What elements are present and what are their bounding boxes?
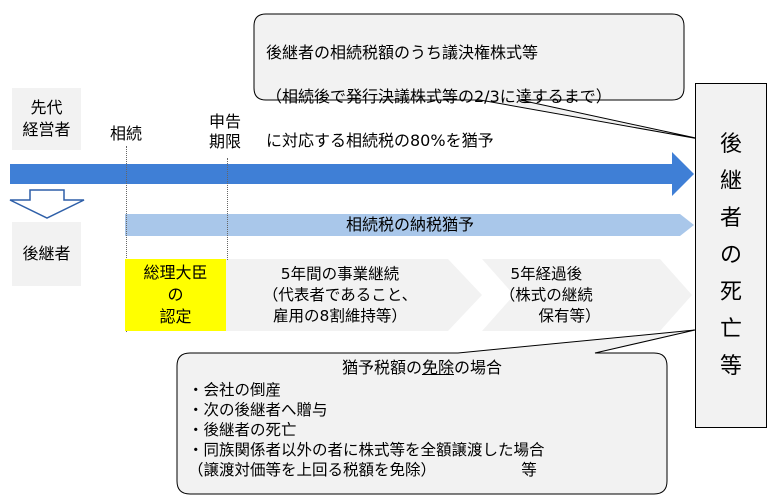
- continuation-text: 5年間の事業継続 （代表者であること、 雇用の8割維持等）: [262, 264, 418, 325]
- top-callout-line: 後継者の相続税額のうち議決権株式等: [266, 43, 539, 62]
- exemption-item: ・同族関係者以外の者に株式等を全額譲渡した場合: [188, 441, 545, 459]
- death-box-char: 後: [719, 132, 742, 157]
- deferral-bar-label: 相続税の納税猶予: [345, 215, 474, 234]
- exemption-title-suffix: の場合: [454, 358, 503, 377]
- death-box-char: 継: [719, 169, 742, 194]
- exemption-title-emphasis: 免除: [421, 358, 454, 377]
- successor-box: 後継者: [12, 222, 81, 286]
- death-box-char: 亡: [719, 317, 742, 342]
- continuation-chevron: [226, 259, 482, 331]
- top-callout-text: 後継者の相続税額のうち議決権株式等 （相続後で発行決議株式等の2/3に達するまで…: [266, 20, 676, 174]
- top-callout-line: （相続後で発行決議株式等の2/3に達するまで）: [266, 87, 612, 106]
- exemption-item: ・次の後継者へ贈与: [188, 401, 328, 419]
- approval-box: 総理大臣 の 認定: [125, 259, 226, 331]
- death-box-char: 等: [719, 354, 742, 379]
- death-box-char: の: [719, 243, 742, 268]
- exemption-item: ・後継者の死亡: [188, 421, 297, 439]
- after-text: 5年経過後 （株式の継続 保有等）: [499, 264, 601, 325]
- exemption-list: ・会社の倒産 ・次の後継者へ贈与 ・後継者の死亡 ・同族関係者以外の者に株式等を…: [188, 380, 660, 480]
- exemption-title: 猶予税額の免除の場合: [177, 357, 667, 379]
- inheritance-label: 相続: [109, 124, 142, 143]
- top-callout-bubble: [253, 13, 706, 141]
- exemption-title-prefix: 猶予税額の: [341, 358, 422, 377]
- successor-death-box: 後 継 者 の 死 亡 等: [695, 83, 767, 428]
- inheritance-guide-line: [126, 146, 127, 332]
- deadline-guide-line: [227, 158, 228, 260]
- after-chevron: [482, 259, 692, 331]
- exemption-item: （譲渡対価等を上回る税額を免除） 等: [188, 461, 537, 479]
- death-box-char: 死: [719, 280, 742, 305]
- filing-deadline-label: 申告 期限: [208, 112, 241, 151]
- death-box-char: 者: [719, 206, 742, 231]
- top-callout-line: に対応する相続税の80%を猶予: [266, 131, 494, 150]
- exemption-item: ・会社の倒産: [188, 381, 282, 399]
- deferral-bar-arrow: [125, 214, 694, 236]
- main-timeline-arrow: [10, 152, 694, 196]
- exemption-callout-bubble: [176, 329, 696, 495]
- predecessor-box: 先代 経営者: [12, 88, 81, 150]
- succession-arrow: [9, 189, 85, 219]
